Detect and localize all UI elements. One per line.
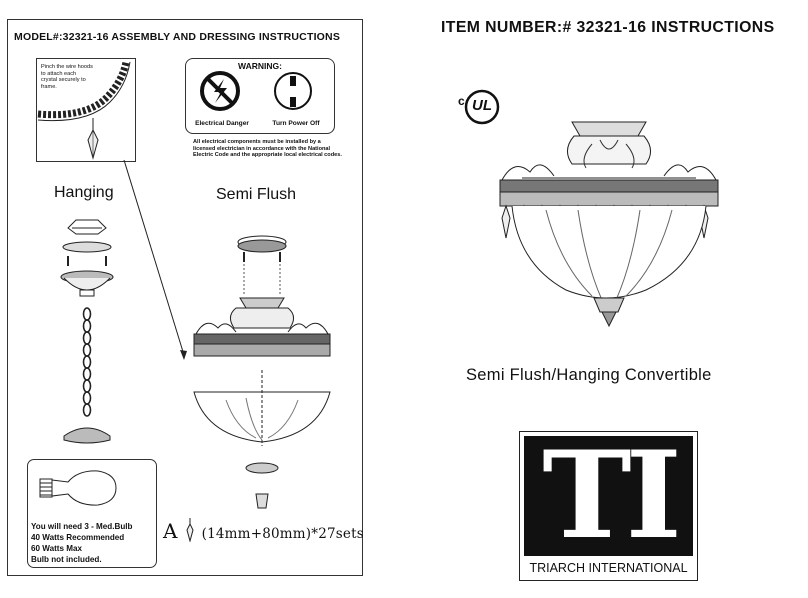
ul-c-prefix: c: [458, 94, 465, 108]
electrical-danger-caption: Electrical Danger: [195, 120, 249, 127]
bulb-recommended-text: 40 Watts Recommended: [31, 533, 125, 542]
logo-letters: TI: [542, 425, 681, 566]
item-number-title: ITEM NUMBER:# 32321-16 INSTRUCTIONS: [441, 19, 775, 36]
light-bulb-icon: [39, 470, 117, 506]
logo-caption: TRIARCH INTERNATIONAL: [529, 561, 688, 575]
bulb-count-text: You will need 3 - Med.Bulb: [31, 522, 133, 531]
logo-letter-panel: [524, 436, 693, 556]
fixture-illustration: [499, 121, 719, 328]
assembly-page-frame: [7, 19, 363, 576]
crystal-icon: [186, 518, 194, 543]
ul-mark-icon: [464, 89, 500, 125]
model-title: MODEL#:32321-16 ASSEMBLY AND DRESSING IN…: [14, 31, 341, 43]
hanging-assembly-illustration: [60, 219, 114, 444]
hanging-label: Hanging: [54, 184, 114, 201]
ul-listing-mark: UL c: [458, 88, 500, 130]
turn-power-off-caption: Turn Power Off: [272, 120, 320, 127]
bulb-max-text: 60 Watts Max: [31, 544, 82, 553]
bulb-info-box: [27, 459, 157, 568]
crystal-spec-text: (14mm+80mm)*27sets: [201, 526, 364, 542]
crystal-attach-inset: [36, 58, 136, 162]
crystal-attach-illustration: [37, 61, 131, 160]
triarch-logo: [519, 431, 698, 581]
crystal-spec: A (14mm+80mm)*27sets: [163, 518, 364, 543]
power-off-icon: [274, 72, 312, 110]
warning-note: All electrical components must be instal…: [193, 139, 342, 159]
ul-mark-text: UL: [472, 97, 492, 114]
semi-flush-assembly-illustration: [193, 235, 331, 509]
semi-flush-label: Semi Flush: [216, 186, 297, 203]
bulb-not-included-text: Bulb not included.: [31, 555, 102, 564]
product-subtitle: Semi Flush/Hanging Convertible: [466, 366, 712, 384]
crystal-letter: A: [163, 519, 178, 543]
inset-note: Pinch the wire hoods to attach each crys…: [41, 64, 93, 90]
warning-box: [185, 58, 335, 134]
warning-title: WARNING:: [238, 61, 282, 71]
electrical-danger-icon: [200, 71, 240, 111]
